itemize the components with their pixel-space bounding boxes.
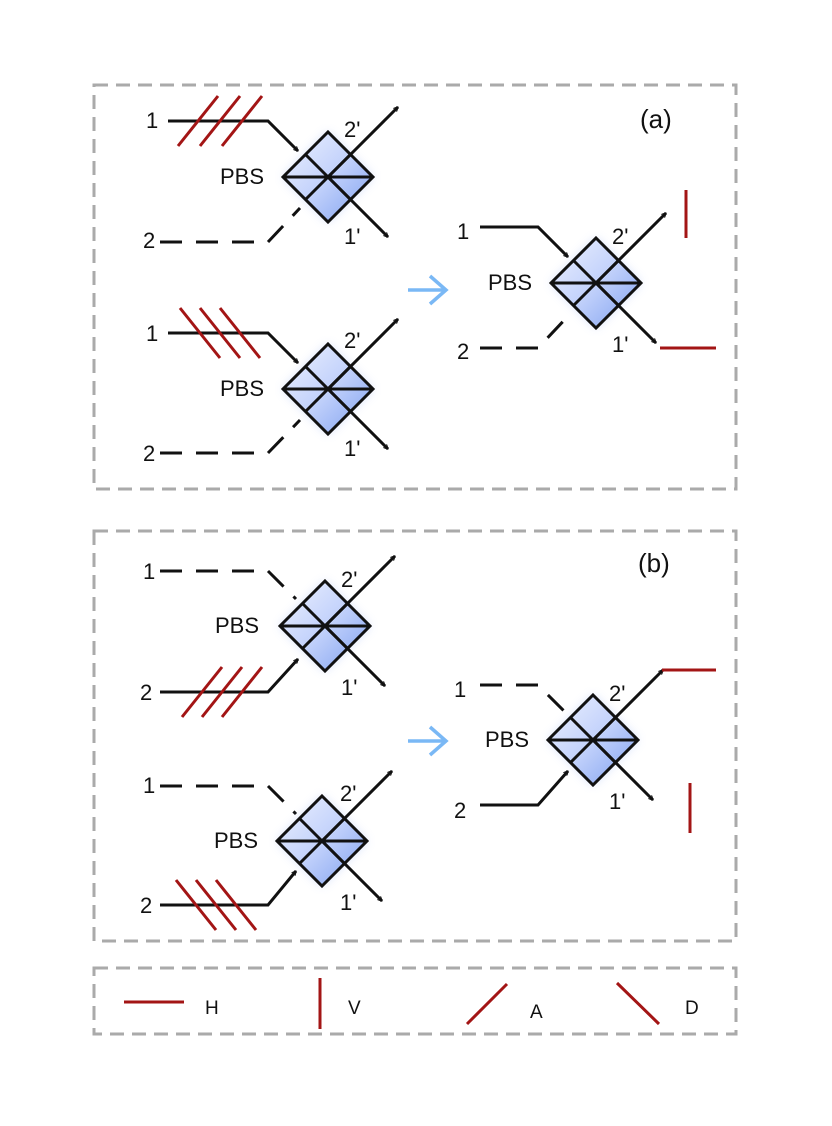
input-beam-2 (480, 312, 572, 350)
panel-a-frame (92, 83, 738, 491)
port-label-1: 1 (146, 108, 158, 133)
pbs-label: PBS (215, 613, 259, 638)
input-beam-2 (480, 771, 570, 807)
legend-label-a: A (530, 1002, 543, 1023)
port-label-1: 1 (457, 219, 469, 244)
input-beam-2 (160, 418, 302, 455)
legend-label-d: D (685, 998, 699, 1019)
input-beam-2 (160, 206, 302, 244)
input-beam-2 (160, 659, 300, 694)
legend-item-d: D (615, 981, 699, 1026)
panel-b-frame (92, 529, 738, 943)
port-label-1-out: 1' (344, 224, 360, 249)
polarization-a-mark (198, 95, 242, 147)
polarization-d-mark (194, 879, 238, 931)
input-beam-1 (168, 119, 298, 151)
right-arrow-icon (408, 274, 449, 306)
legend-item-a: A (465, 982, 543, 1026)
right-arrow-icon (408, 725, 449, 757)
port-label-2: 2 (140, 893, 152, 918)
polarization-a-mark (220, 666, 264, 718)
pbs-b-top: 1 2 2' 1' PBS (140, 556, 395, 718)
pbs-label: PBS (485, 727, 529, 752)
port-label-2-out: 2' (609, 681, 625, 706)
port-label-2: 2 (143, 228, 155, 253)
port-label-2-out: 2' (344, 117, 360, 142)
port-label-2-out: 2' (341, 567, 357, 592)
legend-item-v: V (318, 978, 361, 1029)
pbs-a-bottom: 1 2 2' 1' PBS (143, 307, 398, 466)
pbs-b-bottom: 1 2 2' 1' PBS (140, 771, 392, 931)
pbs-a-result: 1 2 2' 1' PBS (457, 190, 716, 364)
port-label-2: 2 (140, 680, 152, 705)
input-beam-1 (160, 569, 298, 601)
port-label-1-out: 1' (609, 789, 625, 814)
legend-label-v: V (348, 998, 361, 1019)
polarization-d-mark (218, 307, 262, 359)
input-beam-1 (480, 225, 568, 257)
panel-b-label: (b) (638, 548, 670, 578)
input-beam-1 (160, 784, 298, 816)
pbs-b-result: 1 2 2' 1' PBS (454, 668, 716, 833)
pbs-label: PBS (220, 376, 264, 401)
polarization-d-mark (178, 307, 222, 359)
legend-label-h: H (205, 998, 219, 1019)
port-label-2: 2 (457, 339, 469, 364)
polarization-a-mark (180, 666, 224, 718)
port-label-2: 2 (454, 798, 466, 823)
port-label-1-out: 1' (341, 675, 357, 700)
polarization-d-mark (214, 879, 258, 931)
port-label-1: 1 (454, 677, 466, 702)
legend-frame (92, 966, 738, 1036)
port-label-2-out: 2' (340, 781, 356, 806)
port-label-2: 2 (143, 441, 155, 466)
panel-a-label: (a) (640, 104, 672, 134)
port-label-1: 1 (146, 321, 158, 346)
polarization-a-mark (200, 666, 244, 718)
panel-b: (b) 1 2 2' 1' PBS 1 2 2' (92, 529, 738, 943)
polarization-d-mark (174, 879, 218, 931)
pbs-a-top: 1 2 2' 1' PBS (143, 95, 398, 253)
port-label-1: 1 (143, 559, 155, 584)
port-label-2-out: 2' (344, 328, 360, 353)
input-beam-2 (160, 871, 298, 907)
polarization-d-mark (198, 307, 242, 359)
panel-a: (a) 1 2 2' 1' PBS 1 2 2' (92, 83, 738, 491)
legend-item-h: H (124, 998, 219, 1019)
pbs-label: PBS (214, 828, 258, 853)
diagonal-polarization-icon (615, 981, 661, 1026)
legend: H V A D (92, 966, 738, 1036)
port-label-1: 1 (143, 773, 155, 798)
port-label-1-out: 1' (340, 890, 356, 915)
polarization-a-mark (220, 95, 264, 147)
port-label-2-out: 2' (612, 224, 628, 249)
port-label-1-out: 1' (612, 332, 628, 357)
input-beam-1 (480, 683, 568, 715)
port-label-1-out: 1' (344, 436, 360, 461)
polarization-a-mark (176, 95, 220, 147)
anti-diagonal-polarization-icon (465, 982, 509, 1026)
pbs-label: PBS (488, 270, 532, 295)
pbs-label: PBS (220, 164, 264, 189)
